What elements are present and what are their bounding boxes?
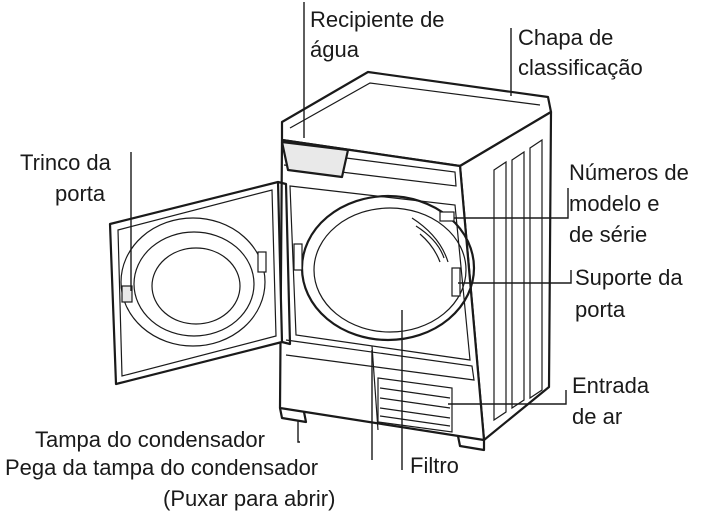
label-filter: Filtro	[410, 453, 459, 478]
label-condenser-handle: Pega da tampa do condensador (Puxar para…	[5, 455, 335, 511]
leader-condenser-cover	[297, 420, 300, 443]
label-model-numbers: Números de modelo e de série	[569, 160, 695, 247]
water-container-drawer	[280, 140, 350, 179]
dryer-door	[108, 180, 284, 386]
door-latch	[121, 285, 133, 303]
leader-model-numbers	[454, 188, 569, 219]
label-rating-plate: Chapa de classificação	[518, 25, 643, 80]
door-catch-left	[293, 243, 303, 271]
label-air-inlet: Entrada de ar	[572, 373, 655, 429]
label-door-support: Suporte da porta	[575, 265, 689, 322]
label-water-container: Recipiente de água	[310, 7, 451, 62]
model-plate	[439, 211, 455, 222]
leader-lines	[130, 2, 572, 470]
air-inlet-grille	[377, 377, 453, 433]
leader-air-inlet	[448, 390, 567, 405]
leader-door-support	[458, 270, 572, 284]
label-door-latch: Trinco da porta	[20, 150, 117, 206]
label-condenser-cover: Tampa do condensador	[35, 427, 265, 452]
callout-labels: Recipiente de água Chapa de classificaçã…	[5, 7, 695, 511]
door-opening	[289, 185, 471, 361]
door-window	[120, 217, 266, 347]
door-support	[451, 267, 461, 297]
dryer-illustration	[108, 70, 553, 452]
